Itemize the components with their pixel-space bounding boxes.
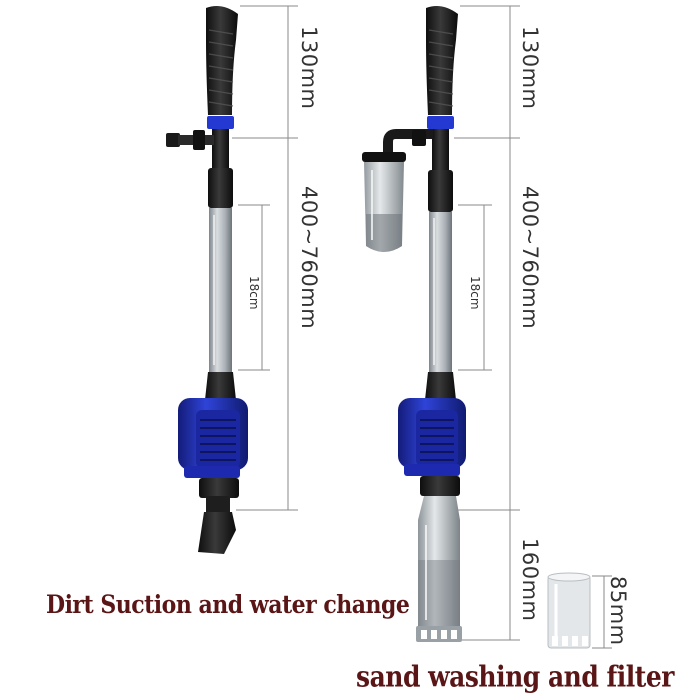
left-tube-dimension: 400~760mm	[297, 186, 321, 330]
small-filter-dimension: 85mm	[606, 576, 630, 646]
right-tube	[429, 212, 452, 372]
right-sand-tube	[416, 496, 462, 642]
left-side-valve	[166, 130, 214, 150]
left-pump	[178, 398, 248, 478]
right-bottom-dimension: 160mm	[518, 538, 542, 622]
left-top-dimension: 130mm	[297, 26, 321, 110]
right-inner-dimension: 18cm	[468, 276, 482, 310]
right-filter-cup	[362, 129, 433, 252]
caption-sand-washing: sand washing and filter	[356, 660, 674, 694]
right-siphon	[362, 6, 466, 642]
left-siphon	[166, 6, 248, 554]
right-blue-ring	[427, 116, 454, 129]
small-filter-sleeve	[547, 572, 591, 649]
left-nozzle	[198, 512, 236, 554]
left-handle	[206, 6, 238, 115]
left-blue-ring	[207, 116, 234, 129]
right-handle	[426, 6, 458, 115]
right-top-dimension: 130mm	[518, 26, 542, 110]
left-tube	[209, 208, 232, 372]
caption-dirt-suction: Dirt Suction and water change	[46, 590, 410, 620]
right-pump	[398, 398, 466, 476]
right-dimension-lines	[454, 5, 612, 649]
right-tube-dimension: 400~760mm	[518, 186, 542, 330]
left-inner-dimension: 18cm	[247, 276, 261, 310]
left-dimension-lines	[232, 5, 298, 511]
